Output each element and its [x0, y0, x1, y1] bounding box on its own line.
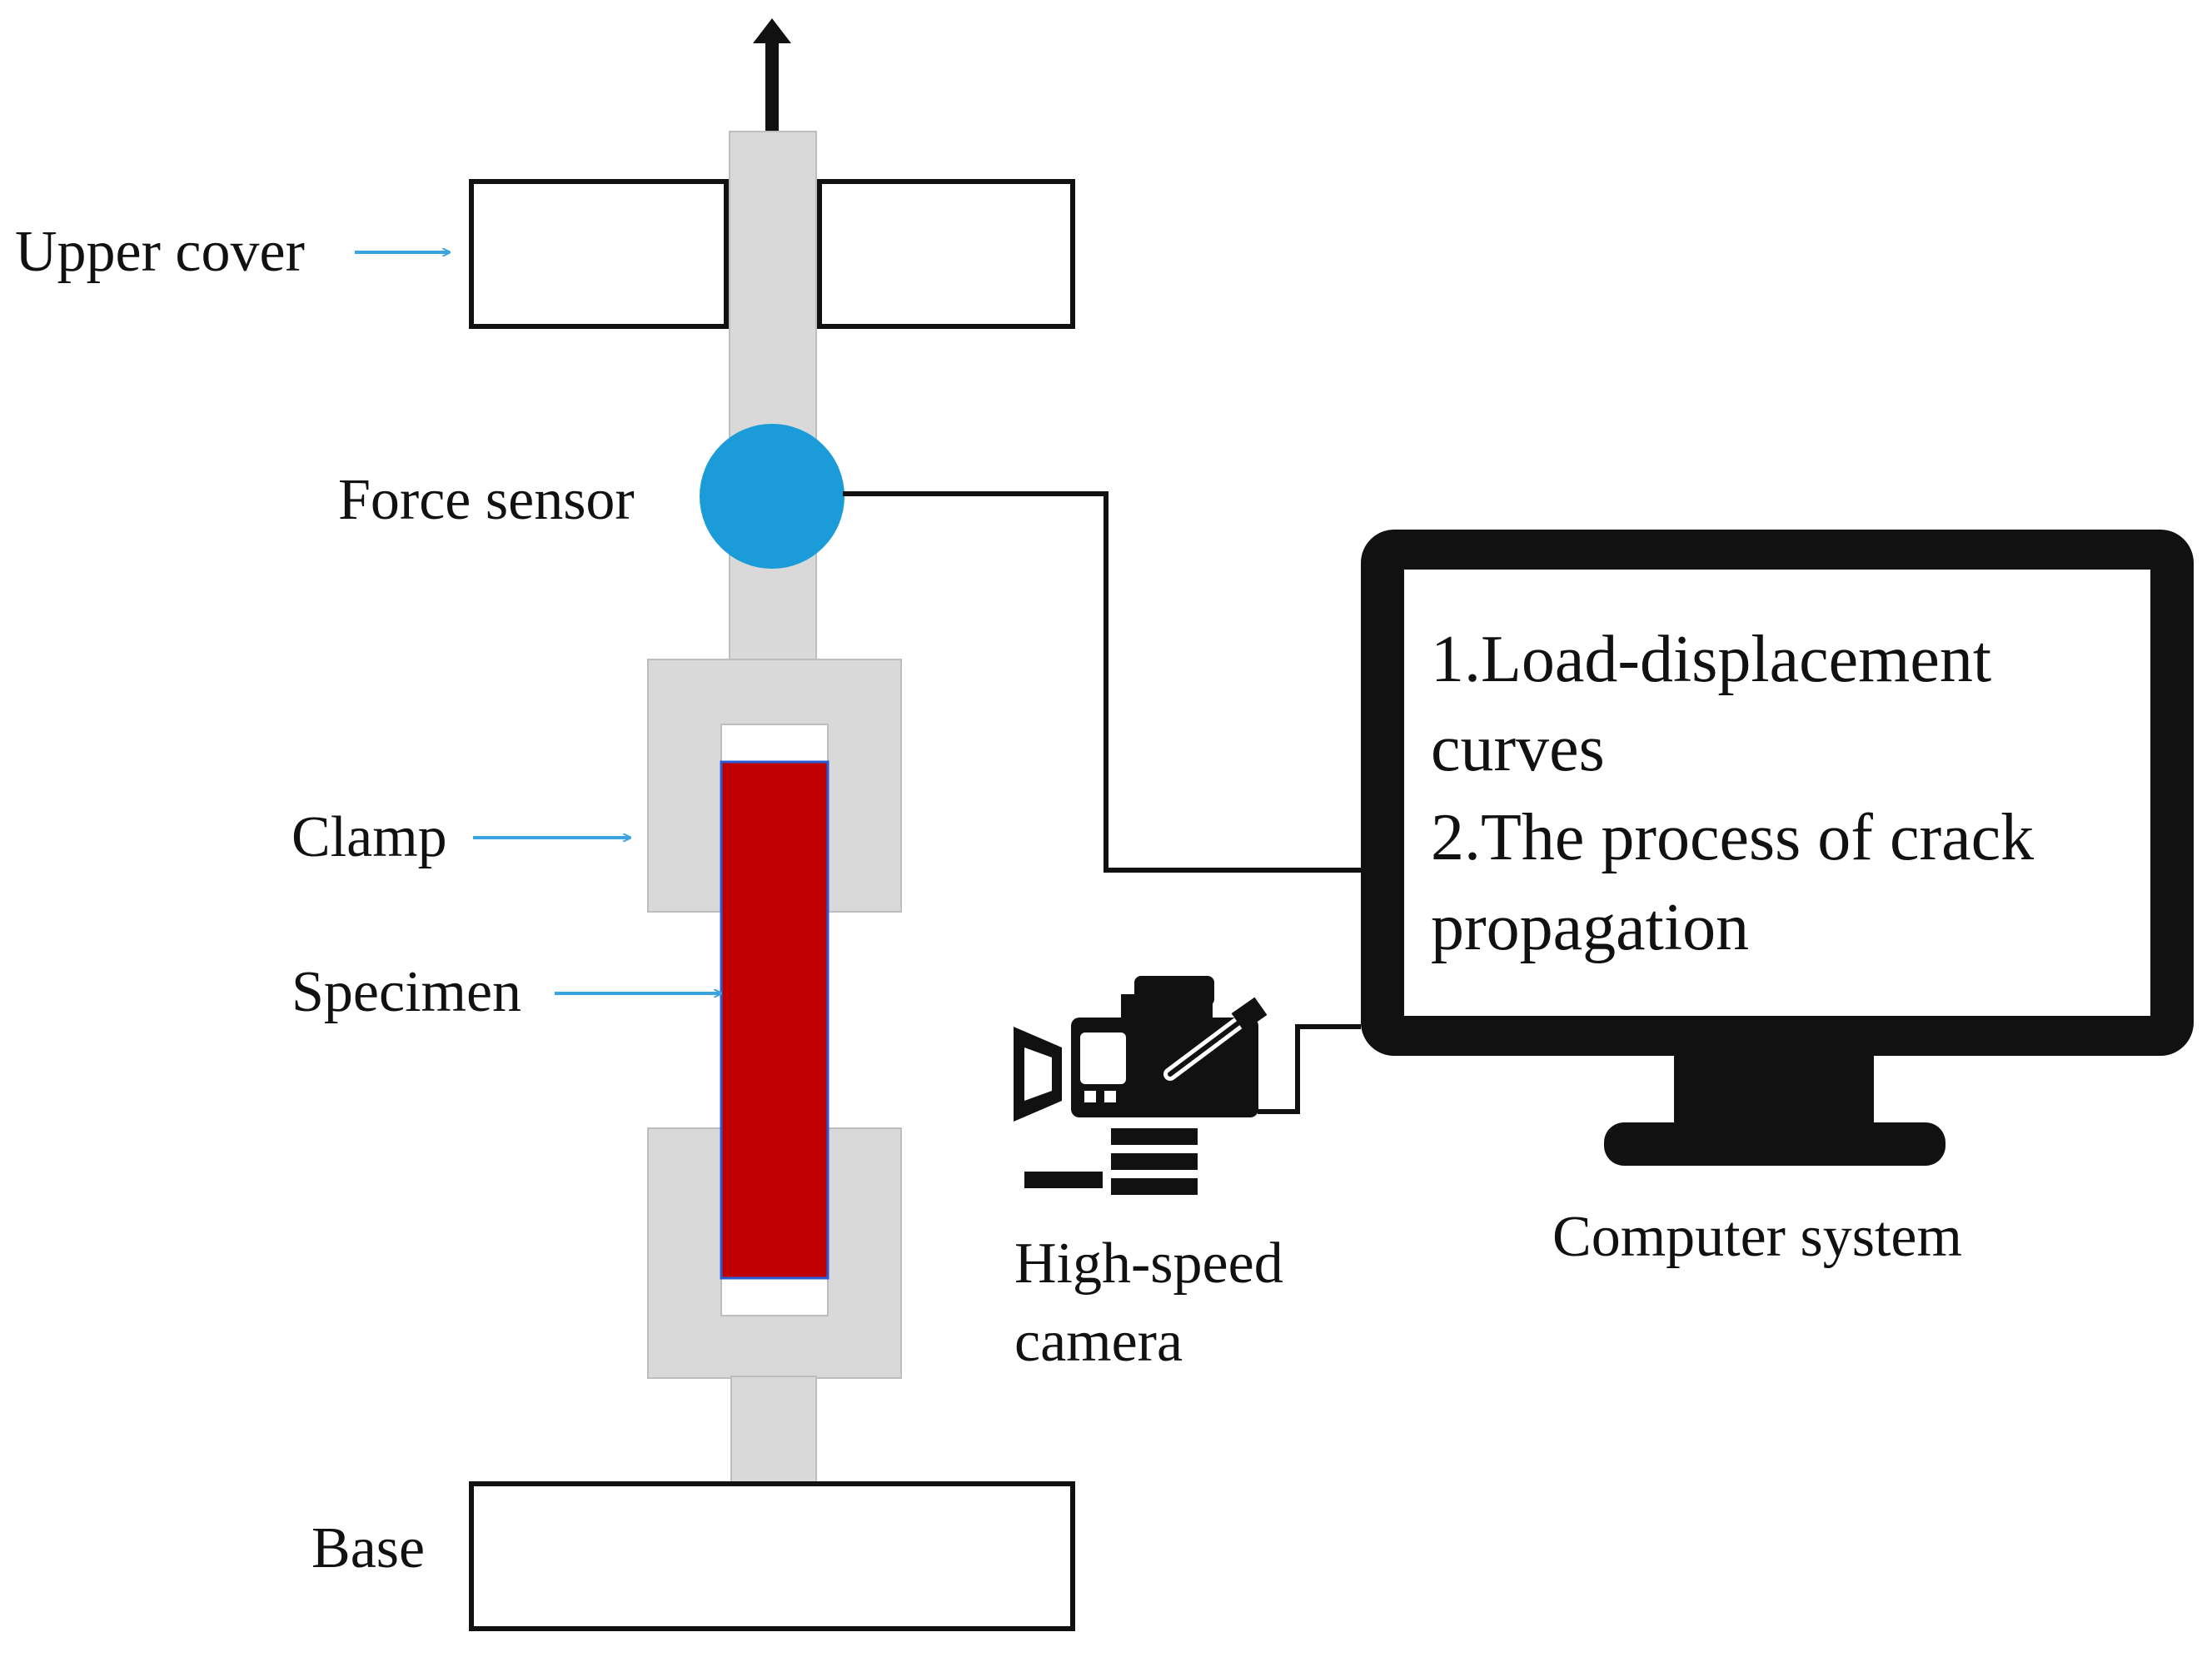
camera-label-line1: High-speed: [1014, 1232, 1283, 1296]
monitor-icon: [1361, 530, 2194, 1166]
screen-line-1: 1.Load-displacement: [1431, 623, 1991, 696]
screen-line-4: propagation: [1431, 891, 1749, 964]
base: [469, 1481, 1075, 1631]
up-arrow-icon: [753, 18, 791, 133]
computer-label: Computer system: [1552, 1205, 1962, 1269]
specimen: [720, 760, 830, 1280]
upper-rod: [729, 131, 817, 665]
screen-line-2: curves: [1431, 712, 1605, 785]
clamp-label: Clamp: [291, 805, 447, 869]
upper-cover-label: Upper cover: [15, 220, 305, 284]
sensor-cable: [843, 491, 1361, 873]
camera-cable: [1258, 1024, 1361, 1114]
specimen-label: Specimen: [291, 960, 521, 1024]
force-sensor-label: Force sensor: [338, 468, 635, 532]
camera-label-line2: camera: [1014, 1310, 1183, 1374]
lower-rod: [730, 1376, 817, 1485]
screen-line-3: 2.The process of crack: [1431, 801, 2034, 874]
force-sensor: [700, 424, 844, 569]
upper-cover-right: [817, 179, 1075, 329]
video-camera-icon: [1014, 976, 1268, 1195]
base-label: Base: [311, 1516, 425, 1580]
upper-cover-left: [469, 179, 729, 329]
